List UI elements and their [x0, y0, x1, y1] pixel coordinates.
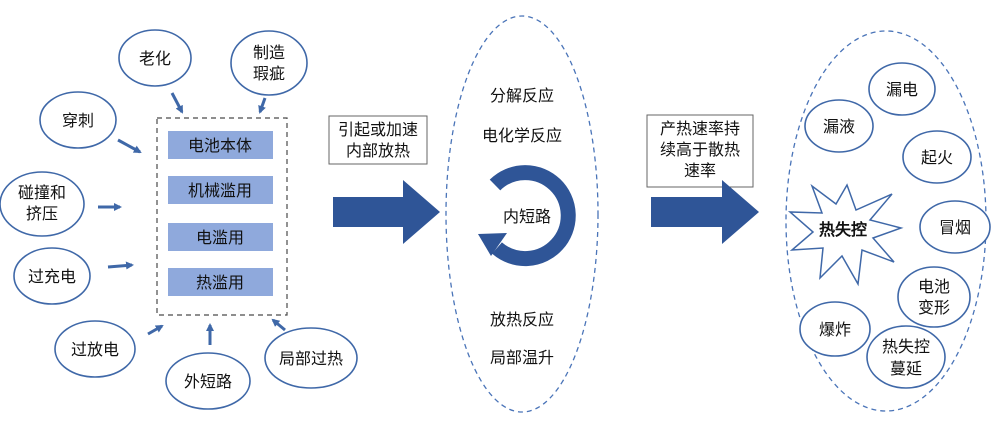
reaction-local-temp-rise: 局部温升 [490, 348, 554, 367]
cause-overdischarge: 过放电 [54, 320, 136, 378]
cause-aging: 老化 [118, 29, 192, 87]
arrow-local-overheat [271, 318, 286, 332]
cause-manufacturing-defect: 制造 瑕疵 [230, 30, 308, 96]
trigger-label-line1: 引起或加速 [338, 120, 418, 139]
outcome-electrolyte-leak: 漏液 [804, 99, 874, 153]
cause-aging-label: 老化 [139, 49, 171, 68]
cause-overcharge: 过充电 [13, 247, 91, 305]
cause-local-overheat: 局部过热 [264, 327, 358, 389]
outcome-smoke-label: 冒烟 [939, 218, 971, 237]
outcome-leakage-electric-label: 漏电 [886, 80, 918, 99]
abuse-list: 电池本体 机械滥用 电滥用 热滥用 [168, 131, 273, 296]
outcome-deformation-line1: 电池 [918, 277, 950, 296]
abuse-item-thermal [168, 268, 273, 296]
arrow-overcharge [107, 261, 134, 270]
arrow-manufacturing [258, 97, 267, 114]
outcome-fire: 起火 [902, 130, 972, 184]
cause-arrows [98, 92, 286, 345]
abuse-item-electrical [168, 223, 273, 251]
condition-label-line1: 产热速率持 [660, 119, 740, 138]
abuse-item-thermal-label: 热滥用 [196, 273, 244, 292]
reaction-decomposition: 分解反应 [490, 86, 554, 105]
outcome-propagation-line1: 热失控 [882, 337, 930, 356]
reaction-oval [445, 15, 599, 413]
reaction-electrochemical: 电化学反应 [482, 126, 562, 145]
abuse-item-battery [168, 131, 273, 159]
cause-local-overheat-label: 局部过热 [279, 349, 343, 368]
abuse-item-mechanical-label: 机械滥用 [188, 181, 252, 200]
cause-puncture-label: 穿刺 [62, 111, 94, 130]
abuse-container [156, 117, 288, 316]
outcome-leakage-electric: 漏电 [868, 62, 936, 116]
outcome-electrolyte-leak-label: 漏液 [823, 117, 855, 136]
outcome-deformation-line2: 变形 [918, 298, 950, 317]
cause-collision-line1: 碰撞和 [18, 183, 66, 202]
cause-collision: 碰撞和 挤压 [0, 171, 85, 237]
cause-overdischarge-label: 过放电 [71, 340, 119, 359]
trigger-label-line2: 内部放热 [346, 141, 410, 160]
outcome-fire-label: 起火 [921, 148, 953, 167]
arrow-aging [170, 92, 184, 114]
arrow-overdischarge [147, 324, 164, 336]
outcome-propagation-line2: 蔓延 [890, 359, 922, 378]
cause-manufacturing-defect-line2: 瑕疵 [253, 64, 285, 83]
condition-label-box [646, 114, 754, 188]
condition-label-line3: 速率 [684, 161, 716, 180]
abuse-item-mechanical [168, 176, 273, 204]
outcome-smoke: 冒烟 [919, 200, 991, 254]
abuse-item-battery-label: 电池本体 [188, 136, 252, 155]
outcome-propagation: 热失控 蔓延 [866, 325, 946, 389]
outcome-center: 热失控 [819, 220, 867, 239]
trigger-label-box [328, 115, 428, 165]
cause-puncture: 穿刺 [39, 91, 117, 149]
cause-external-short-label: 外短路 [184, 372, 232, 391]
big-arrow-1-icon [333, 180, 440, 244]
cause-collision-line2: 挤压 [26, 204, 58, 223]
cause-external-short: 外短路 [165, 352, 251, 410]
reaction-internal-short: 内短路 [503, 207, 551, 226]
cycle-arrow-icon [478, 165, 576, 267]
abuse-item-electrical-label: 电滥用 [196, 228, 244, 247]
condition-label-line2: 续高于散热 [660, 140, 740, 159]
arrow-puncture [117, 138, 142, 154]
big-arrow-2-icon [651, 180, 759, 244]
thermal-runaway-burst-icon [787, 183, 904, 287]
reaction-exothermic: 放热反应 [490, 310, 554, 329]
cause-overcharge-label: 过充电 [28, 267, 76, 286]
outcome-explosion-label: 爆炸 [819, 320, 851, 339]
outcome-explosion: 爆炸 [799, 301, 871, 357]
cause-manufacturing-defect-line1: 制造 [253, 43, 285, 62]
outcome-deformation: 电池 变形 [897, 266, 971, 328]
